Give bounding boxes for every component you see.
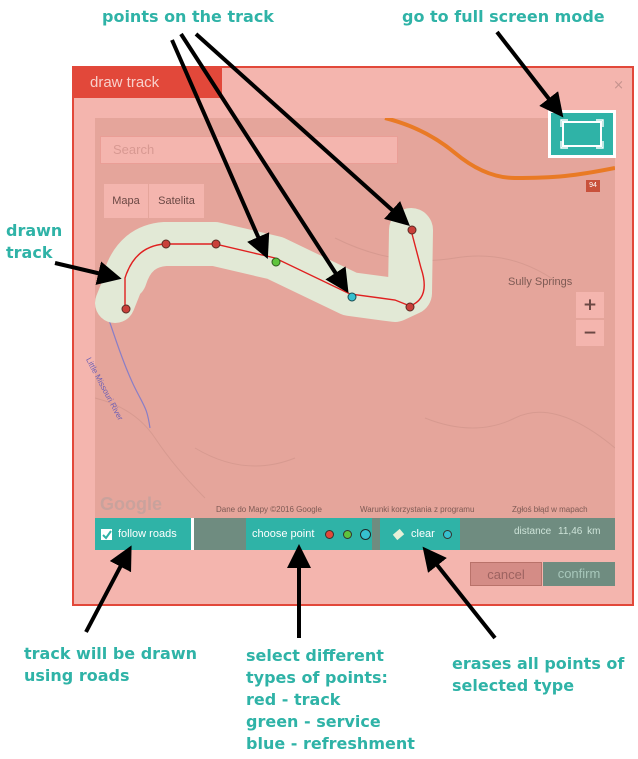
map-type-map-button[interactable]: Mapa <box>104 184 148 218</box>
checkmark-icon <box>102 530 112 540</box>
map-terrain <box>95 118 615 499</box>
annotation-full-screen: go to full screen mode <box>402 7 605 26</box>
track-point-red[interactable] <box>407 225 417 235</box>
choose-point-label: choose point <box>252 528 315 540</box>
green-point-option[interactable] <box>342 529 352 539</box>
clear-button[interactable]: clear <box>380 518 460 550</box>
fullscreen-button[interactable] <box>548 110 616 158</box>
cancel-button[interactable]: cancel <box>470 562 542 586</box>
choose-point-control: choose point <box>246 518 372 550</box>
confirm-button[interactable]: confirm <box>543 562 615 586</box>
close-icon[interactable]: × <box>613 78 624 93</box>
distance-readout: distance 11,46 km <box>514 526 600 537</box>
track-point-red[interactable] <box>121 304 131 314</box>
track-point-blue[interactable] <box>347 292 357 302</box>
annotation-erase-help: erases all points of selected type <box>452 654 625 695</box>
map-type-satellite-button[interactable]: Satelita <box>149 184 204 218</box>
map-attribution: Dane do Mapy ©2016 Google <box>216 505 322 514</box>
follow-roads-toggle[interactable]: follow roads <box>95 518 194 550</box>
report-link[interactable]: Zgłoś błąd w mapach <box>512 505 588 514</box>
follow-roads-label: follow roads <box>118 528 177 540</box>
red-point-option[interactable] <box>325 529 335 539</box>
clear-label: clear <box>411 528 435 540</box>
eraser-icon <box>392 528 405 540</box>
distance-value: 11,46 <box>558 526 583 537</box>
track-point-green[interactable] <box>271 257 281 267</box>
annotation-drawn-track: drawn track <box>6 221 63 262</box>
google-logo: Google <box>100 494 162 514</box>
fullscreen-icon <box>560 119 604 149</box>
zoom-out-button[interactable]: − <box>576 320 604 346</box>
highway-shield: 94 <box>586 180 600 192</box>
annotation-follow-roads-help: track will be drawn using roads <box>24 644 198 685</box>
track-point-red[interactable] <box>161 239 171 249</box>
highway-line <box>384 118 615 181</box>
track-point-red[interactable] <box>211 239 221 249</box>
clear-selected-dot <box>442 529 452 539</box>
river-line <box>104 307 151 429</box>
zoom-in-button[interactable]: + <box>576 292 604 318</box>
place-label: Sully Springs <box>508 276 573 288</box>
annotation-point-types: select different types of points: red - … <box>246 646 415 753</box>
track-point-red[interactable] <box>405 302 415 312</box>
distance-unit: km <box>587 526 601 537</box>
annotation-points-on-track: points on the track <box>102 7 274 26</box>
terms-link[interactable]: Warunki korzystania z programu <box>360 505 475 514</box>
follow-roads-checkbox[interactable] <box>101 528 112 540</box>
distance-label: distance <box>514 526 552 537</box>
blue-point-option[interactable] <box>359 528 371 540</box>
search-input[interactable]: Search <box>100 136 398 164</box>
